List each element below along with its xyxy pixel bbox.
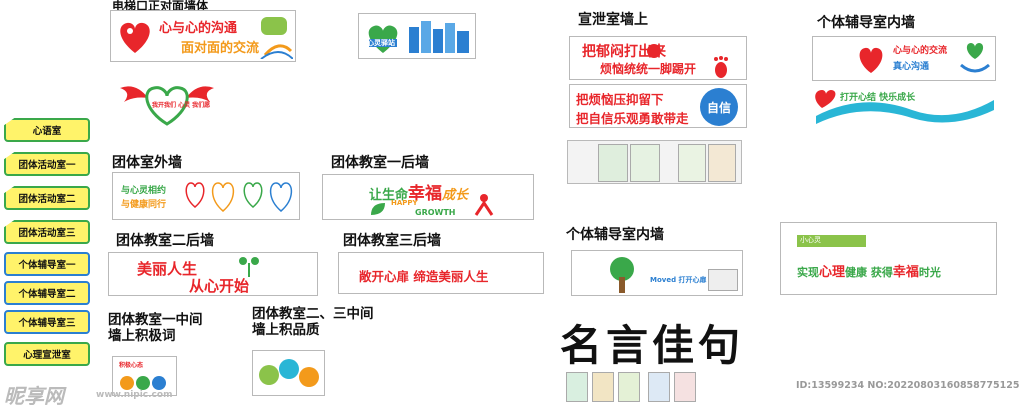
tree-icon (610, 257, 634, 293)
footprint-icon (714, 56, 728, 78)
slogan-e: 幸福 (892, 265, 919, 280)
slogan-text: 实现心理健康 获得幸福时光 (797, 261, 941, 280)
panel-venting-2: 把烦恼压抑留下 把自信乐观勇敢带走 自信 (569, 84, 747, 128)
slogan-b: 心理 (819, 265, 846, 280)
open-heart-text: 敞开心扉 缔造美丽人生 (359, 269, 489, 284)
panel-slogan: 小心灵 实现心理健康 获得幸福时光 (780, 222, 997, 295)
speech-bubble-icon (260, 17, 293, 59)
station-label: 心灵驿站 (367, 39, 395, 47)
beautiful-life-line2: 从心开始 (189, 277, 250, 295)
individual-heart-line1: 心与心的交流 (893, 46, 948, 56)
quote-card-5 (674, 372, 696, 402)
watermark-logo: 昵享网 (4, 384, 64, 408)
stand-board-4 (708, 144, 736, 182)
quote-card-1 (566, 372, 588, 402)
happiness-sub2: GROWTH (415, 208, 456, 217)
stand-board-2 (630, 144, 660, 182)
watermark-url: www.nipic.com (96, 390, 173, 400)
happiness-part-b: 幸福 (408, 184, 443, 204)
person-icon (474, 194, 494, 216)
hearts-row-icon (185, 182, 293, 212)
ribbon-text: 打开心结 快乐成长 (840, 93, 916, 103)
caption-individual-room-2: 个体辅导室内墙 (566, 227, 664, 243)
circles-icon (120, 376, 166, 390)
panel-individual-heart: 心与心的交流 真心沟通 (812, 36, 996, 81)
panel-ribbon: 打开心结 快乐成长 (812, 86, 996, 126)
watermark-id: ID:13599234 NO:20220803160858775125 (796, 380, 1020, 391)
slogan-a: 实现 (797, 266, 819, 279)
slogan-top: 小心灵 (797, 235, 866, 247)
panel-tree: Moved 打开心扉 (571, 250, 743, 296)
happiness-part-a: 让生命 (369, 188, 409, 203)
heart-icon (120, 22, 150, 53)
venting2-badge: 自信 (700, 88, 738, 126)
panel-positive-words: 积极心态 (112, 356, 177, 396)
plaque-individual-room-2: 个体辅导室二 (4, 281, 90, 305)
quality-bubbles-icon (259, 359, 319, 387)
positive-panel-text: 积极心态 (119, 362, 144, 369)
venting2-line1: 把烦恼压抑留下 (576, 92, 664, 107)
heart-exchange-line2: 面对面的交流 (181, 41, 260, 56)
outer-wall-line2: 与健康同行 (121, 200, 167, 210)
caption-group-outer-wall: 团体室外墙 (112, 155, 182, 171)
plaque-group-room-1: 团体活动室一 (4, 152, 90, 176)
caption-group-class2-back: 团体教室二后墙 (116, 233, 214, 249)
quote-card-2 (592, 372, 614, 402)
panel-mind-station: 心灵驿站 (358, 13, 476, 59)
quote-card-4 (648, 372, 670, 402)
caption-venting-wall: 宣泄室墙上 (578, 12, 648, 28)
ribbon-wave-icon (815, 90, 994, 124)
panel-open-heart: 敞开心扉 缔造美丽人生 (338, 252, 544, 294)
leaf-icon (371, 203, 385, 215)
tree-photo (708, 269, 738, 291)
plaque-heart-room: 心语室 (4, 118, 90, 142)
slogan-c: 健康 (845, 266, 868, 279)
panel-heart-wings: 我开我们 心灵 我们愿 (118, 80, 216, 126)
individual-heart-line2: 真心沟通 (893, 62, 930, 72)
tree-sprout-icon (239, 257, 259, 277)
hands-heart-icon (960, 43, 990, 73)
panel-stand-display (567, 140, 742, 184)
panel-heart-exchange: 心与心的沟通 面对面的交流 (110, 10, 296, 62)
stand-board-1 (598, 144, 628, 182)
buildings-icon (409, 21, 469, 53)
heart-exchange-line1: 心与心的沟通 (159, 21, 238, 36)
tree-text: Moved 打开心扉 (650, 276, 707, 284)
outer-wall-line1: 与心灵相约 (121, 186, 167, 196)
panel-quality (252, 350, 325, 396)
happiness-part-c: 成长 (442, 188, 469, 203)
plaque-group-room-2: 团体活动室二 (4, 186, 90, 210)
venting2-line2: 把自信乐观勇敢带走 (576, 111, 689, 126)
venting1-line1: 把郁闷打出来 (582, 44, 666, 60)
happiness-sub1: HAPPY (391, 199, 418, 207)
panel-outer-wall: 与心灵相约 与健康同行 (112, 172, 300, 220)
caption-quotes: 名言佳句 (560, 321, 745, 370)
winged-heart-icon (120, 86, 214, 126)
caption-group-class3-back: 团体教室三后墙 (343, 233, 441, 249)
slogan-f: 时光 (918, 266, 941, 279)
panel-beautiful-life: 美丽人生 从心开始 (108, 252, 318, 296)
slogan-d: 获得 (870, 266, 893, 279)
station-heart-icon (368, 25, 398, 53)
plaque-venting-room: 心理宣泄室 (4, 342, 90, 366)
plaque-group-room-3: 团体活动室三 (4, 220, 90, 244)
stand-board-3 (678, 144, 706, 182)
venting1-line2: 烦恼统统一脚踢开 (600, 62, 697, 76)
quote-card-3 (618, 372, 640, 402)
red-heart-icon (859, 47, 883, 73)
panel-venting-1: 把郁闷打出来 烦恼统统一脚踢开 (569, 36, 747, 80)
caption-group-class1-back: 团体教室一后墙 (331, 155, 429, 171)
plaque-individual-room-3: 个体辅导室三 (4, 310, 90, 334)
happiness-title: 让生命幸福成长 (369, 179, 468, 204)
beautiful-life-line1: 美丽人生 (137, 260, 198, 278)
wings-text: 我开我们 心灵 我们愿 (152, 102, 211, 109)
caption-individual-room-1: 个体辅导室内墙 (817, 15, 915, 31)
caption-group-class23-middle: 团体教室二、三中间 墙上积品质 (252, 306, 374, 338)
panel-happiness: 让生命幸福成长 HAPPY GROWTH (322, 174, 534, 220)
fist-icon (647, 44, 661, 58)
caption-group-class1-middle: 团体教室一中间 墙上积极词 (108, 312, 203, 344)
plaque-individual-room-1: 个体辅导室一 (4, 252, 90, 276)
caption-elevator-wall: 电梯口正对面墙体 (112, 0, 209, 13)
